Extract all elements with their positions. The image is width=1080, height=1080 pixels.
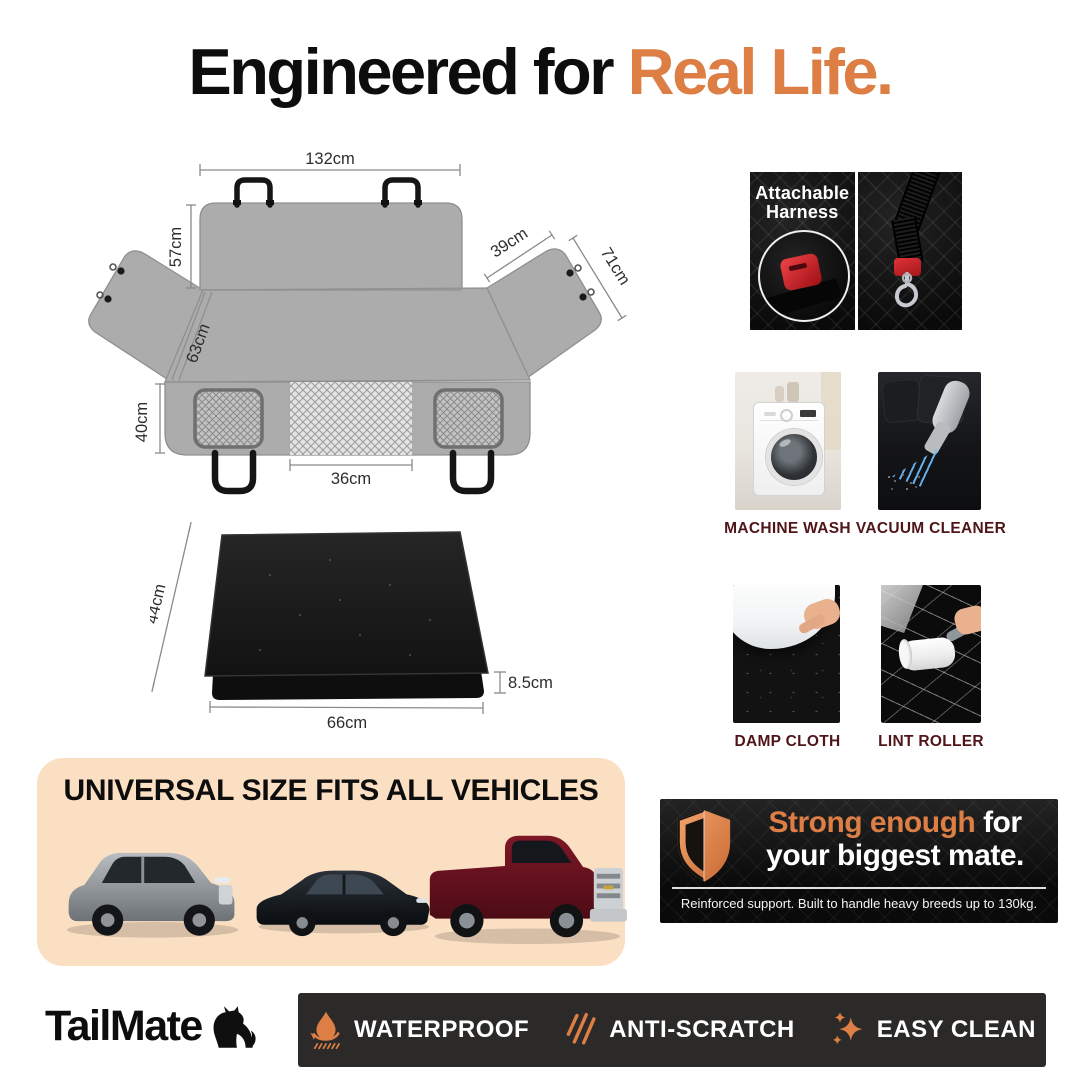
strong-headline: Strong enough for your biggest mate.	[766, 806, 1024, 872]
anti-scratch-icon	[566, 1012, 596, 1045]
dim-front-height-label: 40cm	[133, 402, 151, 442]
feature-anti-scratch: ANTI-SCRATCH	[565, 1010, 795, 1050]
universal-size-heading: UNIVERSAL SIZE FITS ALL VEHICLES	[63, 774, 599, 807]
feature-easy-clean: EASY CLEAN	[831, 1010, 1036, 1050]
folded-product-diagram: 44cm 8.5cm 66cm	[150, 521, 553, 732]
easy-clean-label: EASY CLEAN	[876, 1016, 1036, 1043]
harness-caption: Attachable Harness	[755, 183, 850, 222]
washer-door	[766, 429, 822, 485]
vacuum-suction-spray	[892, 445, 944, 488]
mesh-pocket-left	[193, 388, 264, 449]
strong-banner: Strong enough for your biggest mate. Rei…	[660, 799, 1058, 923]
folded-dimension-lines	[151, 521, 506, 714]
waterproof-label: WATERPROOF	[353, 1016, 530, 1043]
machine-wash-photo	[735, 372, 841, 510]
front-panel	[164, 381, 531, 495]
folded-mat	[204, 531, 489, 677]
harness-photo-right	[857, 172, 962, 330]
damp-cloth-photo	[733, 585, 840, 723]
vacuum-cleaner-photo	[878, 372, 981, 510]
page-title-prefix: Engineered for	[188, 35, 628, 108]
page-title: Engineered for Real Life.	[0, 34, 1080, 109]
seat-seam-line	[171, 291, 206, 381]
harness-red-adapter	[893, 258, 921, 276]
left-side-flap	[88, 250, 204, 380]
pickup-truck-image	[429, 835, 627, 945]
washing-machine	[753, 402, 825, 496]
strong-subtext: Reinforced support. Built to handle heav…	[680, 896, 1038, 911]
seat-cover-dimension-diagram: 132cm 57cm 39cm 71cm 63cm 40cm 36cm	[88, 150, 634, 495]
dim-width-top-label: 132cm	[305, 150, 355, 168]
folded-depth-label: 44cm	[150, 582, 169, 625]
sedan-image	[256, 870, 430, 937]
harness-photo-left: Attachable Harness	[750, 172, 855, 330]
easy-clean-icon	[832, 1012, 863, 1045]
folded-thickness-label: 8.5cm	[508, 674, 553, 692]
dim-backrest-height-label: 57cm	[167, 227, 185, 267]
carabiner-hook-icon	[894, 272, 918, 308]
front-handle-left	[211, 449, 257, 495]
right-side-flap	[486, 248, 602, 379]
folded-mat-base	[212, 671, 484, 700]
brand-logo: TailMate	[45, 1002, 256, 1051]
feature-waterproof: WATERPROOF	[308, 1010, 529, 1050]
buckle-highlight-circle	[758, 230, 850, 322]
mesh-pocket-right	[433, 388, 504, 449]
lint-roller-photo	[881, 585, 981, 723]
front-handle-right	[449, 449, 495, 495]
waterproof-icon	[310, 1011, 340, 1050]
page-title-highlight: Real Life.	[627, 35, 894, 108]
vacuum-cleaner-label: VACUUM CLEANER	[855, 520, 1007, 537]
brand-name: TailMate	[45, 1002, 203, 1050]
backrest-handle-right	[382, 177, 421, 208]
dimension-lines	[155, 164, 627, 471]
center-mesh-window	[290, 382, 412, 455]
universal-size-box: UNIVERSAL SIZE FITS ALL VEHICLES	[37, 758, 627, 966]
feature-bar: WATERPROOF ANTI-SCRATCH EASY CLEAN	[298, 993, 1046, 1067]
mat-speckles	[259, 559, 431, 656]
dim-mesh-width-label: 36cm	[331, 470, 371, 488]
dog-icon	[213, 1005, 256, 1048]
attachable-harness-panel: Attachable Harness	[750, 172, 962, 330]
dim-flap-length-label: 71cm	[597, 244, 634, 288]
anti-scratch-label: ANTI-SCRATCH	[609, 1016, 795, 1043]
shield-icon	[677, 810, 731, 882]
seat-panel	[164, 287, 532, 383]
backrest-handle-left	[234, 177, 273, 208]
machine-wash-label: MACHINE WASH	[724, 520, 851, 537]
backrest-panel	[199, 177, 463, 291]
banner-divider	[672, 887, 1046, 889]
damp-cloth-label: DAMP CLOTH	[734, 733, 841, 750]
dim-flap-width-label: 39cm	[487, 224, 531, 261]
suv-image	[66, 852, 239, 938]
lint-roller-label: LINT ROLLER	[878, 733, 984, 750]
folded-width-label: 66cm	[327, 714, 367, 732]
